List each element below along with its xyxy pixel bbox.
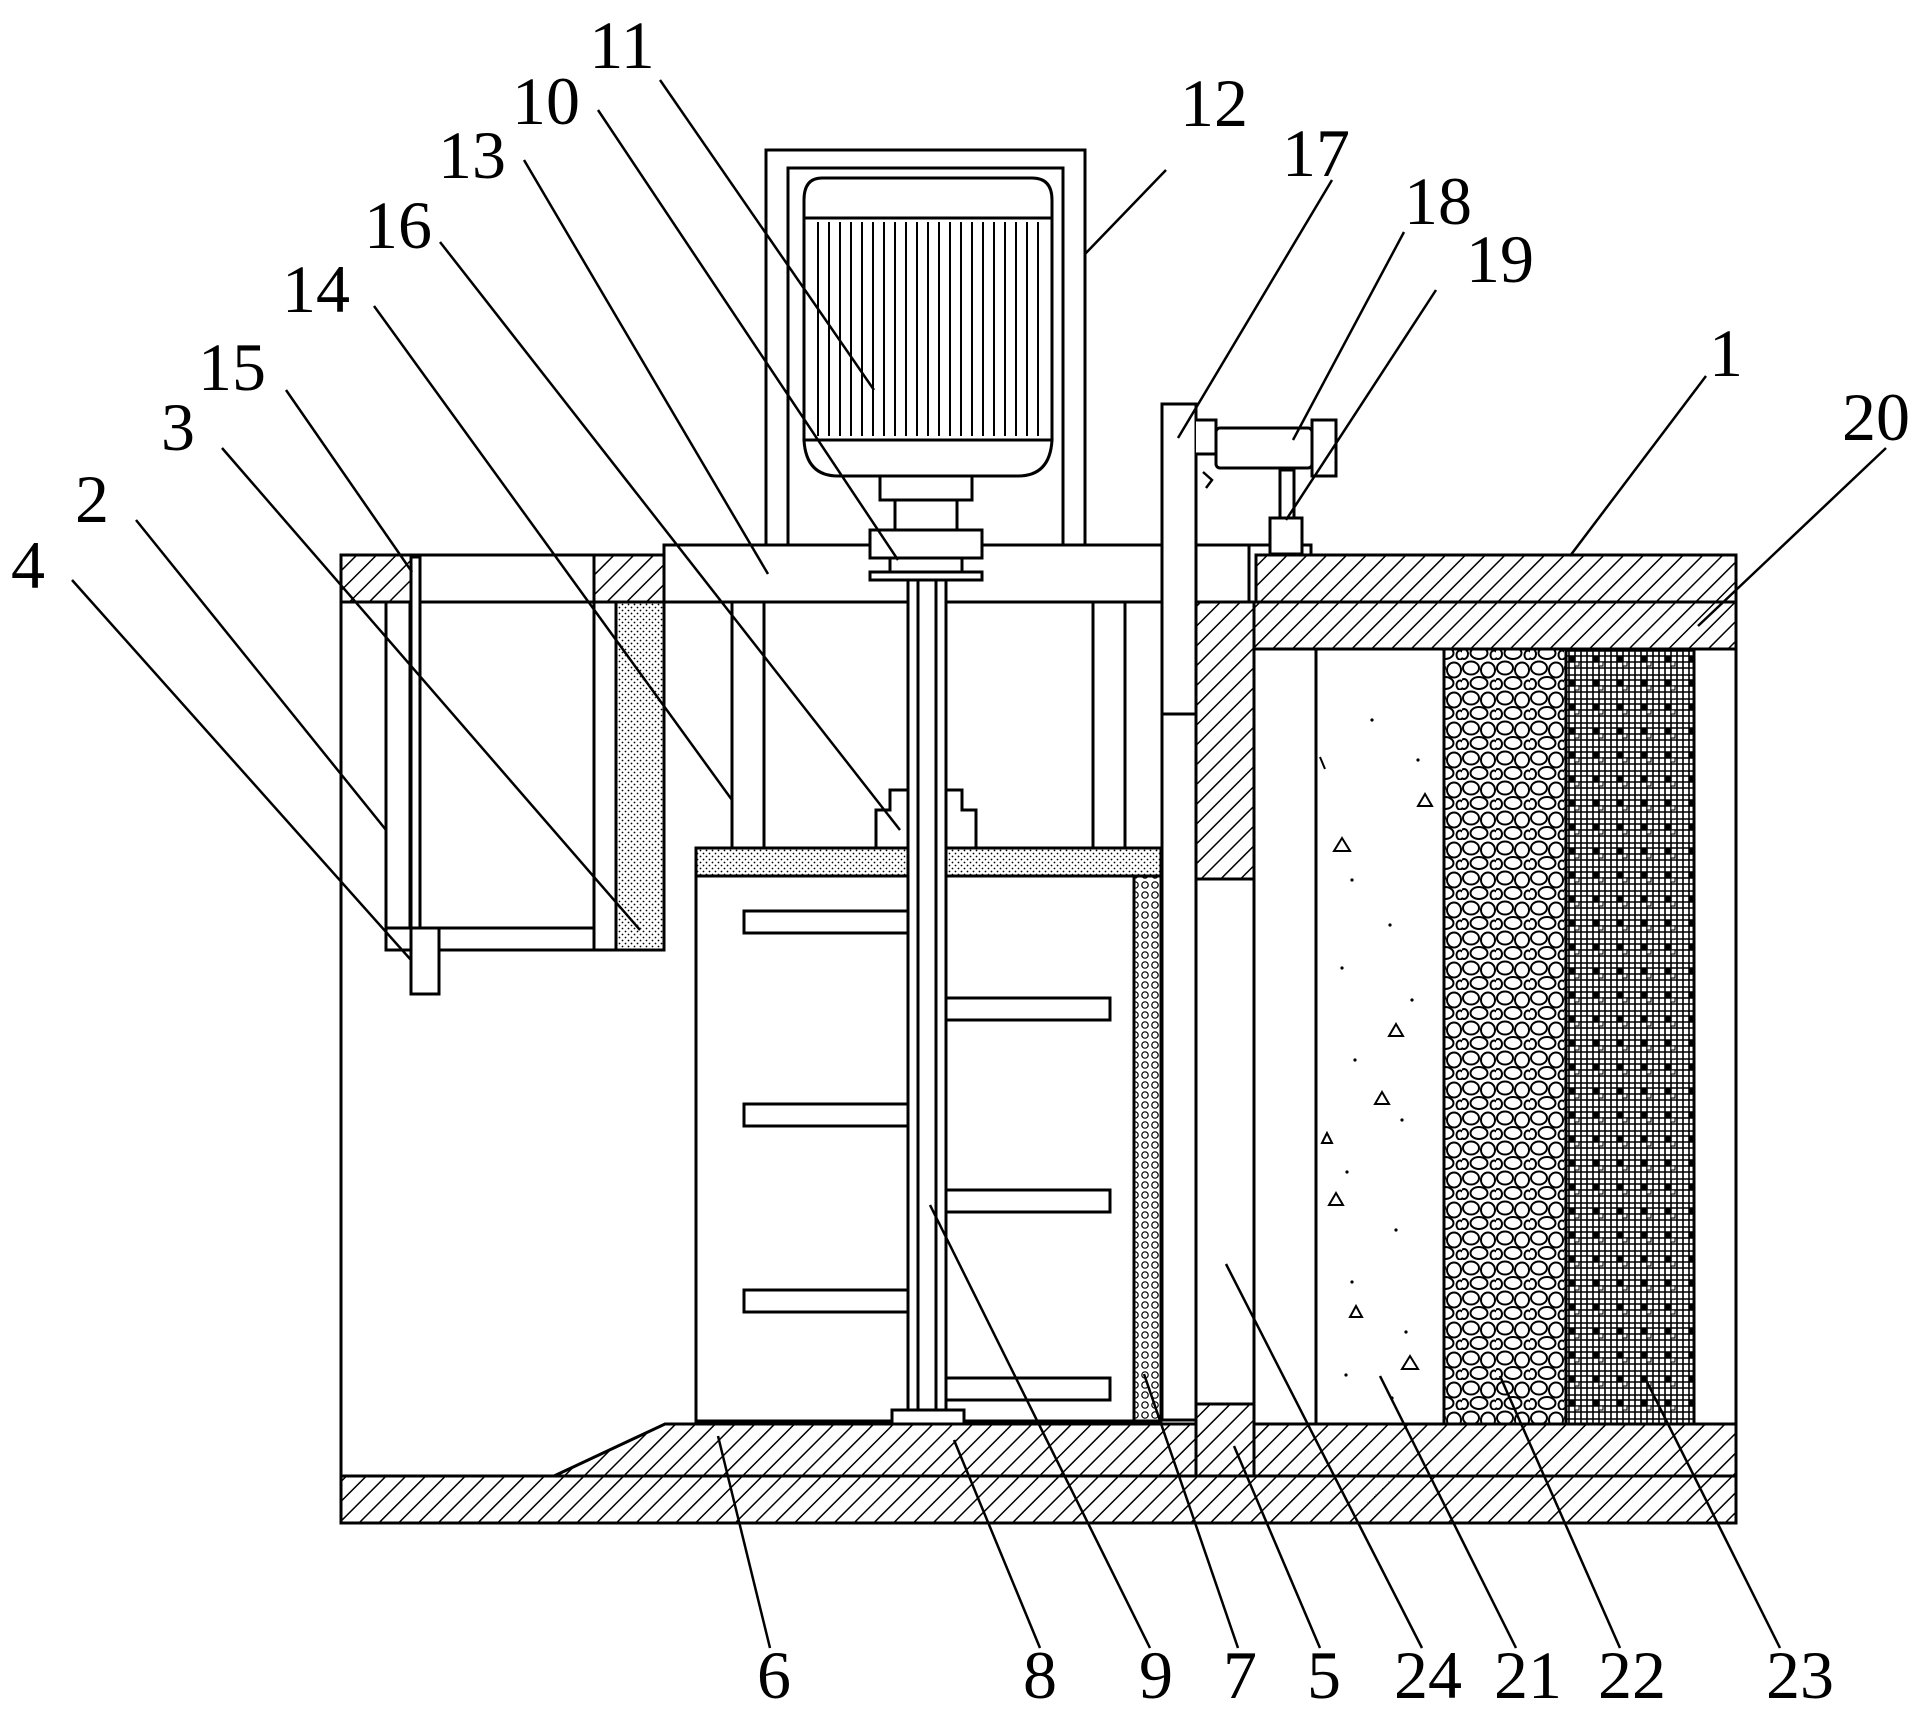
callout-18: 18 (1404, 163, 1472, 239)
callout-22: 22 (1598, 1637, 1666, 1705)
callout-15: 15 (198, 329, 266, 405)
callout-6: 6 (757, 1637, 791, 1705)
vessel-side-screen (1132, 874, 1163, 1423)
hopper-filter-screen (614, 600, 666, 952)
bottom-slope-block (553, 1422, 1258, 1478)
lift-bracket (1196, 418, 1338, 489)
callout-16: 16 (364, 187, 432, 263)
callout-5: 5 (1307, 1637, 1341, 1705)
stirring-blades (742, 909, 1112, 1402)
callout-21: 21 (1494, 1637, 1562, 1705)
cylinder-mount (1268, 468, 1304, 556)
support-rod-left (730, 600, 766, 850)
callout-10: 10 (512, 63, 580, 139)
inlet-gap (1252, 647, 1318, 1426)
callout-8: 8 (1023, 1637, 1057, 1705)
callout-20: 20 (1842, 379, 1910, 455)
callout-11: 11 (589, 7, 654, 83)
top-cover-plate (339, 543, 1738, 604)
outlet-gap (1692, 647, 1738, 1426)
gravel-filter-layer (1442, 647, 1568, 1426)
leader-lines (71, 79, 1887, 1649)
callout-12: 12 (1180, 65, 1248, 141)
callout-13: 13 (438, 117, 506, 193)
callout-19: 19 (1466, 221, 1534, 297)
sand-filter-layer (1314, 647, 1446, 1426)
feed-hopper (384, 555, 618, 952)
hopper-discharge-valve (409, 926, 441, 996)
drive-motor (802, 176, 1054, 532)
shaft-coupling (868, 528, 984, 582)
callout-2: 2 (75, 461, 109, 537)
callout-9: 9 (1139, 1637, 1173, 1705)
callout-23: 23 (1766, 1637, 1834, 1705)
callout-4: 4 (11, 527, 45, 603)
callout-3: 3 (161, 389, 195, 465)
callout-labels: 11 10 13 16 14 15 3 2 4 12 17 18 19 1 20… (11, 7, 1910, 1710)
sump-block (1194, 1402, 1256, 1478)
callout-7: 7 (1223, 1637, 1257, 1705)
callout-24: 24 (1394, 1637, 1462, 1705)
stirring-shaft (906, 578, 948, 1424)
callout-17: 17 (1282, 115, 1350, 191)
lifting-rod (1160, 402, 1198, 1422)
callout-1: 1 (1709, 315, 1743, 391)
callout-14: 14 (282, 251, 350, 327)
support-rod-right (1091, 600, 1127, 850)
bottom-base-plate (339, 1474, 1738, 1525)
activated-carbon-layer (1564, 647, 1696, 1426)
lift-guide-rail (1194, 877, 1256, 1406)
side-baffle-block (1194, 600, 1256, 881)
